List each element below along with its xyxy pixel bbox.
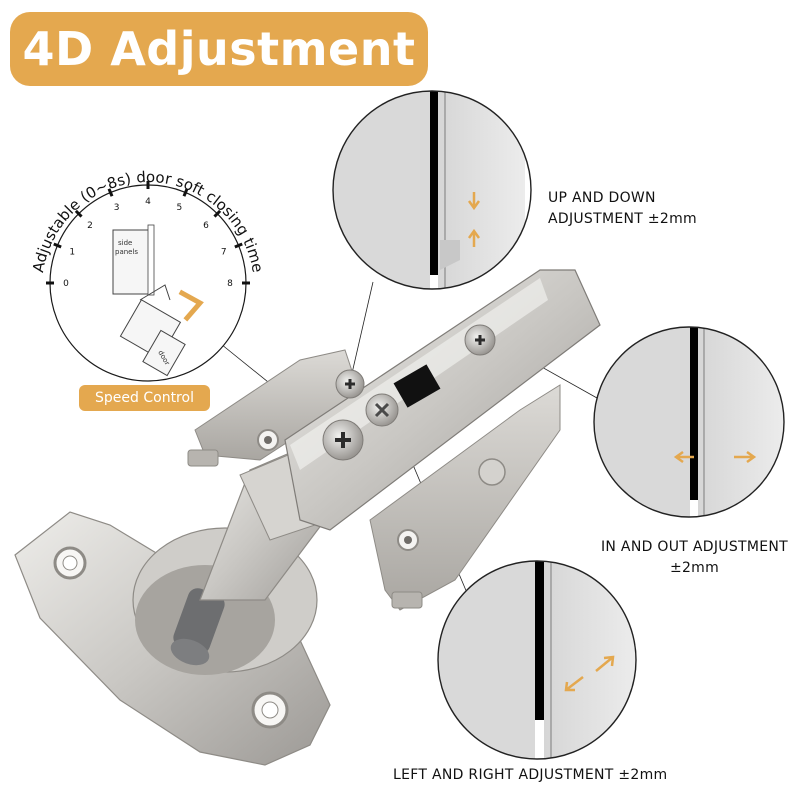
soft-close-dial: Adjustable (0~8s) door soft closing time… bbox=[29, 168, 267, 382]
dial-tick-label: 0 bbox=[63, 279, 69, 289]
speed-control-badge: Speed Control bbox=[79, 385, 210, 411]
dial-tick bbox=[182, 188, 189, 197]
left-arrow-icon bbox=[673, 450, 694, 464]
dial-tick-labels: 0 1 2 3 4 5 6 7 8 bbox=[63, 197, 233, 289]
zoom-up-down bbox=[332, 90, 532, 290]
right-arrow-icon bbox=[734, 450, 757, 464]
in-out-label: IN AND OUT ADJUSTMENT ±2mm bbox=[592, 537, 797, 579]
dial-tick-label: 5 bbox=[177, 203, 183, 213]
dial-tick-label: 2 bbox=[87, 221, 93, 231]
dial-tick bbox=[107, 188, 114, 197]
diagonal-down-arrow-icon bbox=[564, 676, 584, 692]
dial-tick bbox=[213, 209, 222, 218]
up-down-label: UP AND DOWN ADJUSTMENT ±2mm bbox=[548, 188, 697, 230]
dial-ticks bbox=[46, 181, 250, 285]
dial-tick-label: 3 bbox=[114, 203, 120, 213]
side-label-line1: side bbox=[118, 239, 132, 247]
dial-tick-label: 6 bbox=[203, 221, 209, 231]
adjustment-screws bbox=[322, 324, 496, 461]
down-arrow-icon bbox=[467, 192, 481, 211]
dial-tick-label: 4 bbox=[145, 197, 151, 207]
in-out-label-line1: IN AND OUT ADJUSTMENT bbox=[600, 539, 789, 555]
up-down-label-line2: ADJUSTMENT ±2mm bbox=[548, 211, 697, 227]
dial-tick-label: 7 bbox=[221, 248, 227, 258]
page-title: 4D Adjustment bbox=[22, 22, 416, 76]
dial-tick-label: 1 bbox=[69, 248, 75, 258]
rotation-arrow-icon bbox=[178, 289, 204, 322]
in-out-label-line2: ±2mm bbox=[669, 560, 720, 576]
dial-tick bbox=[74, 209, 83, 218]
zoom-in-out bbox=[593, 326, 785, 518]
diagonal-up-arrow-icon bbox=[595, 655, 615, 672]
up-down-label-line1: UP AND DOWN bbox=[548, 190, 656, 206]
title-badge: 4D Adjustment bbox=[10, 12, 428, 86]
side-label-line2: panels bbox=[115, 248, 138, 256]
up-arrow-icon bbox=[467, 228, 481, 247]
zoom-left-right bbox=[437, 560, 637, 760]
dial-tick-label: 8 bbox=[227, 279, 233, 289]
dial-tick bbox=[234, 242, 243, 249]
dial-tick bbox=[53, 242, 62, 249]
left-right-label: LEFT AND RIGHT ADJUSTMENT ±2mm bbox=[393, 767, 668, 783]
hinge-illustration bbox=[14, 269, 601, 766]
speed-control-label: Speed Control bbox=[95, 390, 194, 406]
